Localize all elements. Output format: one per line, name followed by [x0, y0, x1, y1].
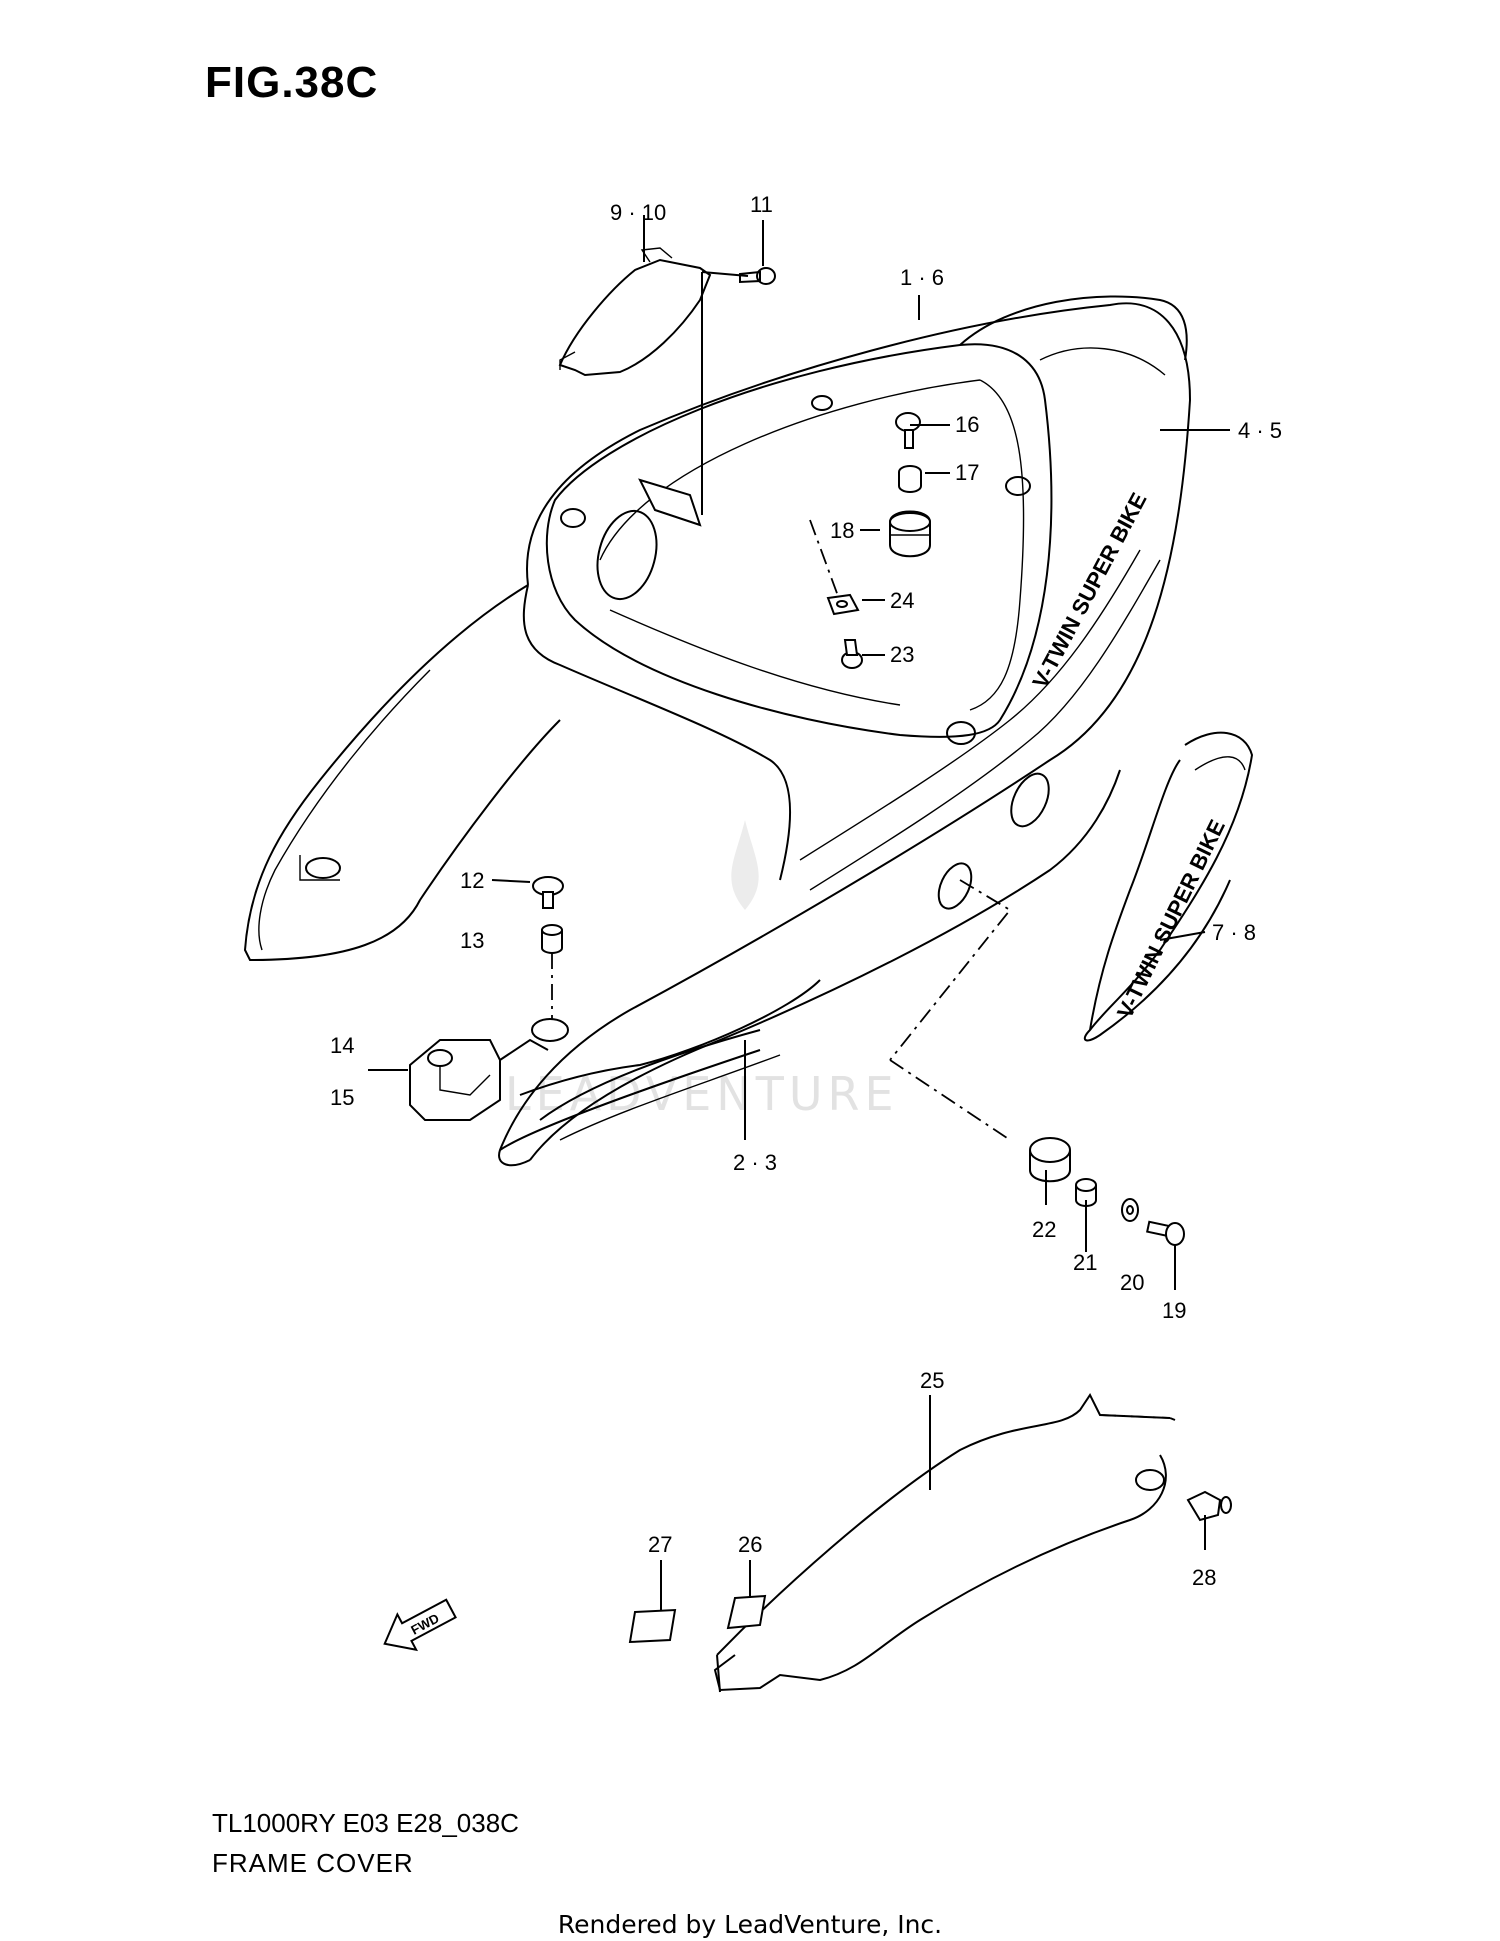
- callout-25: 25: [920, 1368, 944, 1393]
- callout-23: 23: [890, 642, 914, 667]
- side-decal-7-8: V-TWIN SUPER BIKE: [1083, 731, 1254, 1042]
- pad-27: [628, 1608, 677, 1644]
- callout-18: 18: [830, 518, 854, 543]
- fwd-arrow-icon: FWD: [383, 1598, 457, 1652]
- watermark-text: LEADVENTURE: [505, 1067, 899, 1121]
- figure-title: FIG.38C: [205, 58, 379, 107]
- callout-9-10: 9 · 10: [610, 200, 666, 225]
- callout-19: 19: [1162, 1298, 1186, 1323]
- callout-labels: 9 · 10 11 1 · 6 4 · 5 16 17 18 24 23 7 ·…: [330, 192, 1282, 1590]
- callout-28: 28: [1192, 1565, 1216, 1590]
- bracket-9-10: [558, 247, 749, 515]
- washer-20: [1121, 1198, 1139, 1222]
- callout-15: 15: [330, 1085, 354, 1110]
- watermark: LEADVENTURE: [505, 820, 899, 1121]
- callout-1-6: 1 · 6: [900, 265, 944, 290]
- callout-14: 14: [330, 1033, 354, 1058]
- lower-cover: [539, 1029, 781, 1141]
- model-code: TL1000RY E03 E28_038C: [212, 1808, 519, 1838]
- nut-24: [809, 519, 860, 616]
- watermark-flame-icon: [731, 820, 759, 910]
- screw-19: [1146, 1220, 1185, 1246]
- callout-16: 16: [955, 412, 979, 437]
- cowl-decal-text: V-TWIN SUPER BIKE: [1027, 489, 1151, 693]
- callout-2-3: 2 · 3: [733, 1150, 777, 1175]
- screw-12: [532, 876, 564, 909]
- callout-22: 22: [1032, 1217, 1056, 1242]
- side-decal-text: V-TWIN SUPER BIKE: [1112, 816, 1230, 1023]
- callout-21: 21: [1073, 1250, 1097, 1275]
- clip-28: [1186, 1490, 1232, 1522]
- screw-11: [739, 220, 776, 285]
- screw-16: [895, 412, 921, 449]
- callout-27: 27: [648, 1532, 672, 1557]
- callout-26: 26: [738, 1532, 762, 1557]
- seat-tail-cowl: V-TWIN SUPER BIKE: [243, 295, 1192, 1167]
- callout-4-5: 4 · 5: [1238, 418, 1282, 443]
- leader-lines: [368, 215, 1230, 1610]
- figure-name: FRAME COVER: [212, 1848, 414, 1878]
- callout-24: 24: [890, 588, 914, 613]
- callout-13: 13: [460, 928, 484, 953]
- grommet-22: [1029, 1137, 1071, 1183]
- pad-26: [726, 1594, 767, 1630]
- collar-13: [541, 924, 563, 1030]
- bracket-14-15: [409, 1018, 569, 1121]
- callout-11: 11: [750, 192, 773, 217]
- cushion-18: [889, 510, 931, 558]
- under-cover-25: [713, 1393, 1176, 1693]
- callout-20: 20: [1120, 1270, 1144, 1295]
- callout-17: 17: [955, 460, 979, 485]
- callout-12: 12: [460, 868, 484, 893]
- callout-7-8: 7 · 8: [1212, 920, 1256, 945]
- credit-line: Rendered by LeadVenture, Inc.: [557, 1910, 943, 1939]
- bolt-23: [841, 639, 863, 669]
- collar-17: [898, 465, 922, 493]
